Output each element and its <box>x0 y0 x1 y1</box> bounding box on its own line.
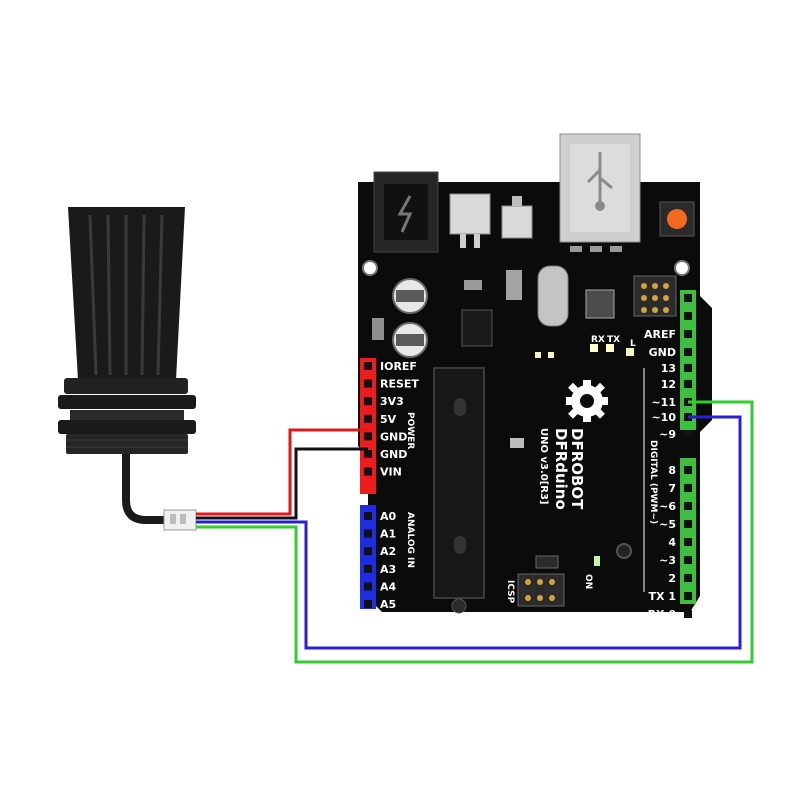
digital-pin-gnd[interactable] <box>684 348 692 356</box>
power-header-title: POWER <box>405 412 415 449</box>
model-version: UNO v3.0[R3] <box>538 428 549 505</box>
digital-pin-label: 8 <box>668 464 676 477</box>
power-pin-label: GND <box>380 448 407 461</box>
digital-pin-label: GND <box>649 346 676 359</box>
digital-pin-tx-1[interactable] <box>684 592 692 600</box>
analog-pin-label: A3 <box>380 563 396 576</box>
analog-pin-a1[interactable] <box>364 529 372 538</box>
analog-pin-a3[interactable] <box>364 564 372 573</box>
power-pin-reset-1[interactable] <box>364 379 372 388</box>
brand-name: DFROBOT <box>568 428 586 510</box>
arduino-board: RX TX L DFROBOT DFRduino UNO v3.0 <box>358 133 712 614</box>
mounting-hole <box>674 260 690 276</box>
digital-pin-label: 2 <box>668 572 676 585</box>
power-header: IOREF RESET 3V3 5V GND GND VIN <box>360 358 419 494</box>
digital-pin-label: 4 <box>668 536 676 549</box>
digital-pin-4[interactable] <box>684 538 692 546</box>
power-pin-label: IOREF <box>380 360 417 373</box>
mounting-hole <box>362 260 378 276</box>
wires <box>196 400 754 664</box>
digital-pin-unlabeled[interactable] <box>684 312 692 320</box>
power-pin-label: 5V <box>380 413 397 426</box>
power-pin-gnd-5[interactable] <box>364 450 372 458</box>
digital-pin-2[interactable] <box>684 574 692 582</box>
digital-pin-rx-0[interactable] <box>684 610 692 618</box>
digital-pin-13[interactable] <box>684 364 692 372</box>
digital-header-title: DIGITAL (PWM~) <box>648 440 658 524</box>
digital-pin-6[interactable] <box>684 502 692 510</box>
digital-pin-unlabeled[interactable] <box>684 294 692 302</box>
digital-pin-12[interactable] <box>684 380 692 388</box>
float-switch-sensor-icon <box>58 207 197 531</box>
digital-pin-label: 13 <box>661 362 676 375</box>
digital-pin-8[interactable] <box>684 466 692 474</box>
wire-green-pin11 <box>196 400 754 664</box>
digital-pin-5[interactable] <box>684 520 692 528</box>
dfrobot-gear-logo-icon <box>566 380 608 422</box>
digital-pin-label: 12 <box>661 378 676 391</box>
model-name: DFRduino <box>552 428 570 510</box>
analog-pin-label: A5 <box>380 598 396 611</box>
analog-pin-label: A0 <box>380 510 397 523</box>
digital-pin-label: ~5 <box>659 518 676 531</box>
reset-button[interactable] <box>659 201 695 237</box>
atmega-dip-chip <box>433 367 485 614</box>
l-led-label: L <box>630 339 636 349</box>
wire-black-gnd <box>196 447 368 520</box>
tx-led-label: TX <box>607 335 620 345</box>
analog-pin-a4[interactable] <box>364 582 372 591</box>
power-pin-label: RESET <box>380 378 419 391</box>
power-pin-vin-6[interactable] <box>364 467 372 476</box>
analog-pin-a2[interactable] <box>364 547 372 556</box>
digital-pin-label: ~10 <box>651 411 676 424</box>
power-pin-3v3-2[interactable] <box>364 397 372 406</box>
rx-led-label: RX <box>591 335 605 345</box>
digital-pin-9[interactable] <box>684 430 692 438</box>
digital-pin-label: AREF <box>644 328 676 341</box>
analog-pin-a5[interactable] <box>364 600 372 608</box>
wire-red-5v <box>196 428 368 516</box>
analog-pin-label: A1 <box>380 528 396 541</box>
power-pin-5v-3[interactable] <box>364 414 372 423</box>
mounting-hole <box>616 543 632 559</box>
digital-pin-label: RX 0 <box>648 608 677 621</box>
digital-header: AREF GND 13 12 ~11 ~10 ~9 8 7 ~6 ~5 4 ~3 2 TX 1 RX 0 <box>644 290 696 621</box>
digital-pin-aref[interactable] <box>684 330 692 338</box>
digital-pin-label: ~11 <box>651 396 676 409</box>
analog-pin-a0[interactable] <box>364 512 372 520</box>
analog-pin-label: A4 <box>380 580 397 593</box>
digital-pin-7[interactable] <box>684 484 692 492</box>
analog-pin-label: A2 <box>380 545 396 558</box>
wire-blue-pin10 <box>196 415 742 650</box>
power-pin-gnd-4[interactable] <box>364 432 372 441</box>
dc-power-jack-icon <box>373 171 439 253</box>
digital-pin-label: ~6 <box>659 500 676 513</box>
analog-header-title: ANALOG IN <box>405 512 415 568</box>
power-pin-label: VIN <box>380 466 402 479</box>
digital-pin-label: TX 1 <box>649 590 676 603</box>
digital-pin-label: 7 <box>668 482 676 495</box>
on-label: ON <box>583 574 593 589</box>
usb-icon <box>559 133 641 243</box>
icsp-label: ICSP <box>505 580 515 604</box>
power-pin-label: GND <box>380 430 407 443</box>
digital-pin-label: ~9 <box>659 428 676 441</box>
digital-pin-3[interactable] <box>684 556 692 564</box>
digital-pin-label: ~3 <box>659 554 676 567</box>
power-pin-ioref-0[interactable] <box>364 362 372 370</box>
power-pin-label: 3V3 <box>380 395 404 408</box>
